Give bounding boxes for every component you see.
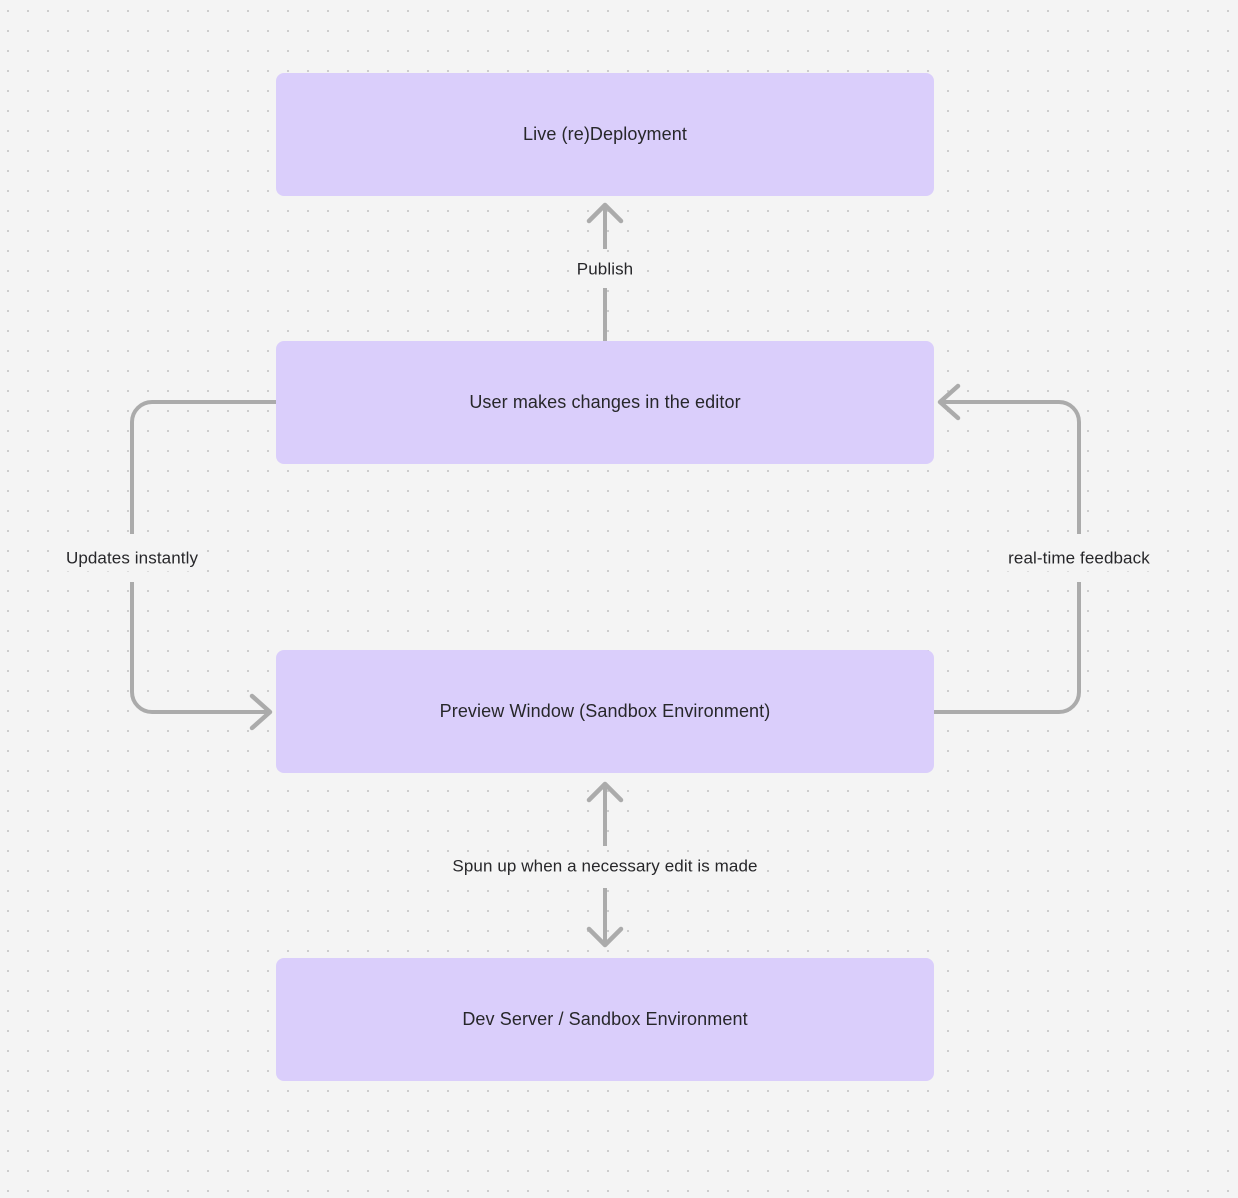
node-preview-window[interactable]: Preview Window (Sandbox Environment) [276,650,934,773]
arrowhead-right-icon [249,693,273,731]
node-live-redeployment[interactable]: Live (re)Deployment [276,73,934,196]
node-dev-server[interactable]: Dev Server / Sandbox Environment [276,958,934,1081]
arrowhead-left-icon [937,383,961,421]
node-label: User makes changes in the editor [469,391,741,412]
arrowhead-up-icon [586,202,624,224]
node-user-makes-changes[interactable]: User makes changes in the editor [276,341,934,464]
edge-label-spun-up: Spun up when a necessary edit is made [446,852,764,880]
arrowhead-up-icon [586,781,624,803]
edge-label-updates-instantly: Updates instantly [59,544,205,572]
node-label: Live (re)Deployment [523,123,687,144]
edge-label-real-time-feedback: real-time feedback [1002,544,1156,572]
node-label: Preview Window (Sandbox Environment) [439,700,771,721]
node-label: Dev Server / Sandbox Environment [462,1008,748,1029]
arrowhead-down-icon [586,926,624,948]
edge-label-publish: Publish [570,255,640,283]
